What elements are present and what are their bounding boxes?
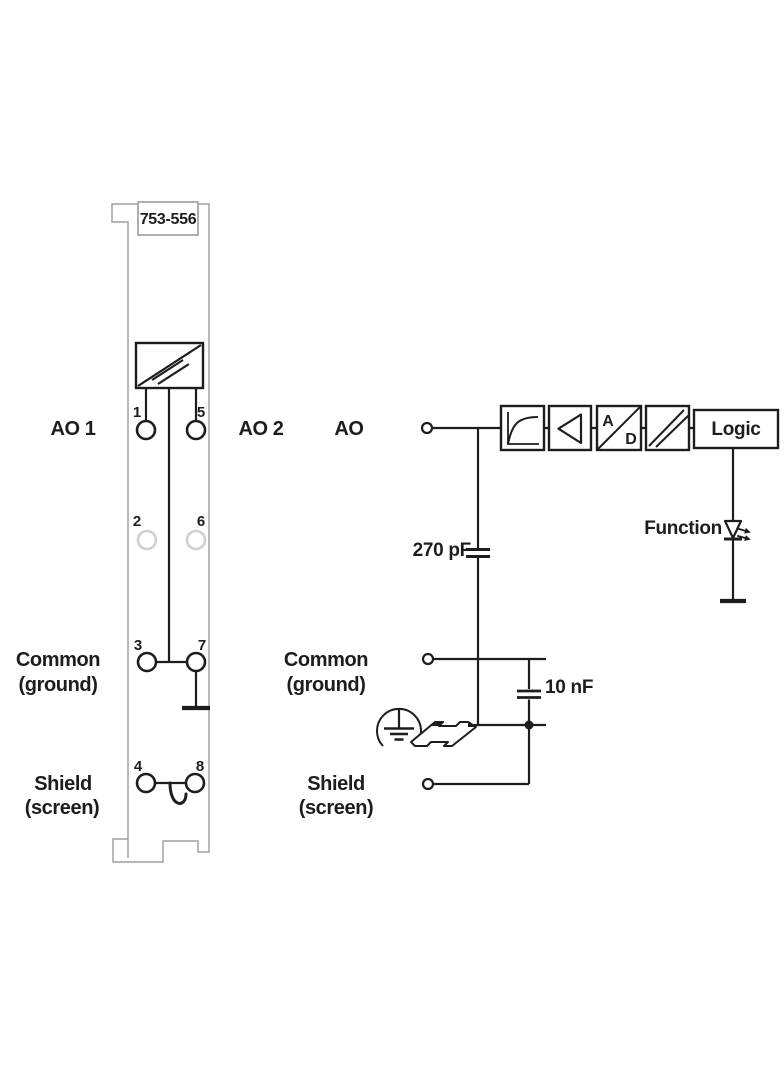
terminal-7: [185, 651, 207, 673]
function-led-icon: [723, 519, 743, 540]
terminal-3: [136, 651, 158, 673]
adc-a-label: A: [602, 413, 614, 430]
logic-block: Logic: [692, 408, 780, 450]
amplifier-block: [547, 404, 593, 452]
part-number-box: [137, 201, 199, 236]
terminal-number-6: 6: [197, 513, 205, 530]
shield-terminal: [421, 777, 435, 791]
label-shield-mid-2: (screen): [299, 797, 374, 819]
isolation-block: [644, 404, 691, 452]
ao-terminal: [420, 421, 434, 435]
terminal-1: [135, 419, 157, 441]
io-module: 753-556 1 5 2 6 3 7 4 8: [111, 201, 210, 863]
led-light-arrows-icon: [737, 527, 751, 541]
label-common-mid-2: (ground): [287, 674, 366, 696]
terminal-number-4: 4: [134, 758, 143, 775]
amplifier-triangle-icon: [557, 413, 583, 445]
terminal-6: [185, 529, 207, 551]
ground-capacitor-branch: 10 nF: [517, 659, 593, 725]
terminal-number-7: 7: [198, 637, 206, 654]
label-shield-left-1: Shield: [34, 773, 92, 795]
label-shield-left-2: (screen): [25, 797, 100, 819]
adc-d-label: D: [625, 431, 637, 448]
filter-curve-icon: [507, 416, 539, 445]
capacitor-270pf-label: 270 pF: [413, 540, 471, 561]
terminal-4: [135, 772, 157, 794]
dac-symbol: [134, 341, 205, 390]
label-ao2: AO 2: [238, 418, 283, 440]
dac-double-line: [151, 359, 190, 385]
label-common-left-1: Common: [16, 649, 100, 671]
terminal-number-1: 1: [133, 404, 141, 421]
din-rail-icon: [410, 721, 477, 747]
terminal-number-2: 2: [133, 513, 141, 530]
adc-block: A D: [595, 404, 643, 452]
module-housing-outline: [111, 203, 210, 863]
capacitor-10nf-icon: [517, 689, 541, 699]
wire-shield: [433, 725, 531, 786]
label-common-left-2: (ground): [19, 674, 98, 696]
label-shield-mid-1: Shield: [307, 773, 365, 795]
shield-hook-icon: [168, 781, 188, 805]
capacitor-270pf-icon: [466, 548, 490, 558]
dac-diagonal: [137, 344, 202, 387]
amplifier-box: [547, 404, 593, 452]
logic-label: Logic: [711, 419, 761, 440]
adc-diagonal: [597, 406, 641, 450]
logic-box: [692, 408, 780, 450]
common-terminal: [421, 652, 435, 666]
terminal-8: [184, 772, 206, 794]
terminal-number-8: 8: [196, 758, 204, 775]
capacitor-10nf-label: 10 nF: [545, 677, 593, 698]
terminal-5: [185, 419, 207, 441]
terminal-2: [136, 529, 158, 551]
label-ao1: AO 1: [50, 418, 95, 440]
terminal-number-5: 5: [197, 404, 205, 421]
label-ao: AO: [334, 418, 363, 440]
function-label: Function: [644, 518, 722, 539]
isolation-double-diagonal-icon: [648, 409, 690, 448]
label-common-mid-1: Common: [284, 649, 368, 671]
output-filter-block: [499, 404, 546, 452]
part-number-label: 753-556: [140, 211, 197, 228]
output-capacitor-branch: 270 pF: [413, 428, 490, 725]
terminal-number-3: 3: [134, 637, 142, 654]
channel-labels: AO 1 AO 2 AO Common (ground) Common (gro…: [16, 418, 374, 819]
schematic: A D Logic Function: [376, 404, 780, 791]
function-led-branch: Function: [644, 448, 751, 604]
